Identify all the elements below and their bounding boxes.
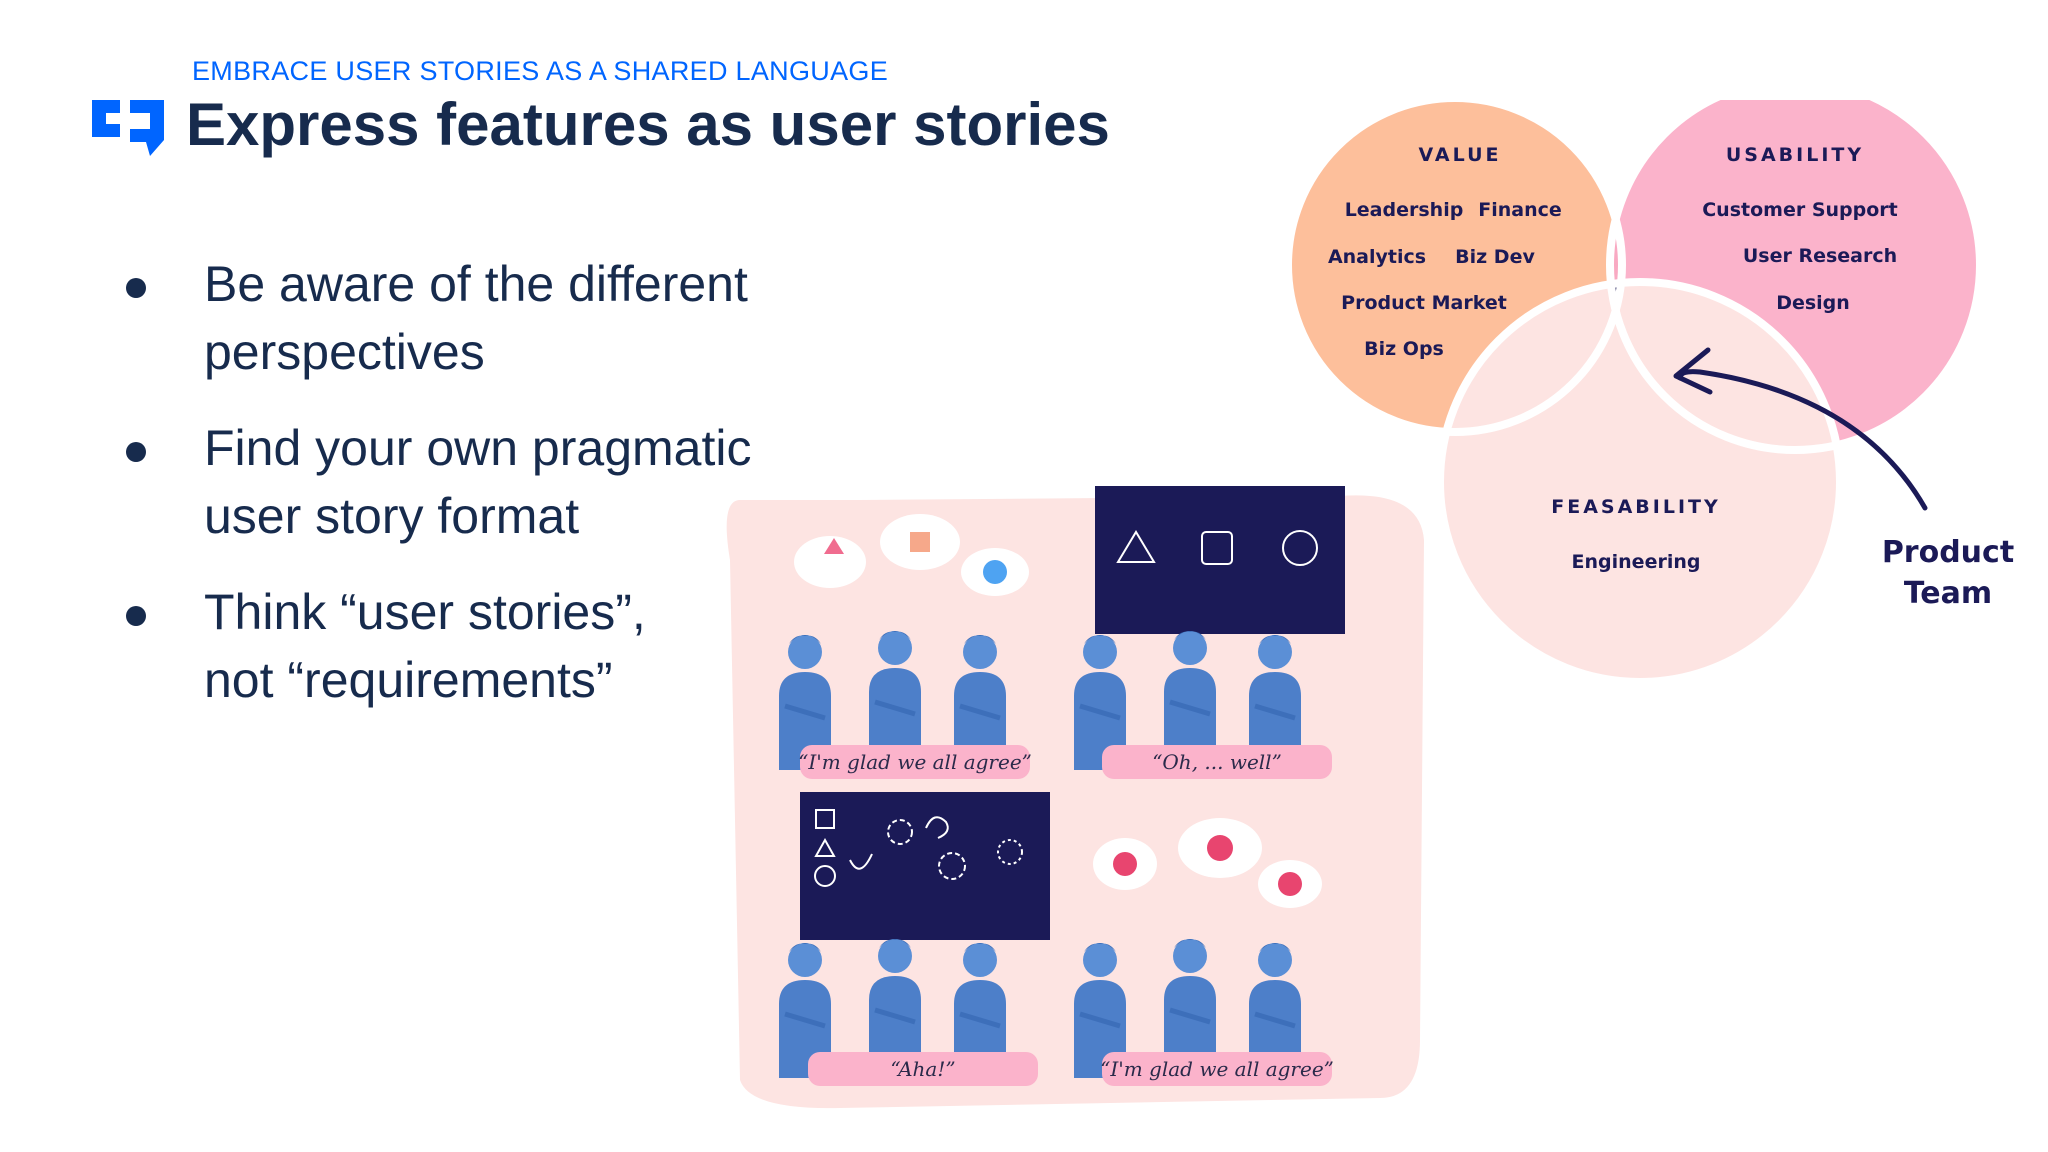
comic-caption: “Aha!” — [890, 1057, 955, 1081]
comic-caption: “I'm glad we all agree” — [798, 750, 1032, 774]
bullet-dot-icon — [126, 278, 146, 298]
product-team-label: Team — [1904, 576, 1992, 611]
venn-usability-heading: USABILITY — [1726, 144, 1864, 166]
bullet-text: not “requirements” — [204, 652, 613, 708]
venn-item: Customer Support — [1702, 199, 1898, 221]
bullet-text: perspectives — [204, 324, 485, 380]
venn-item: Finance — [1478, 199, 1562, 221]
section-kicker: EMBRACE USER STORIES AS A SHARED LANGUAG… — [192, 56, 889, 86]
bullet-dot-icon — [126, 442, 146, 462]
bullet-item: Think “user stories”, not “requirements” — [120, 578, 820, 714]
comic-panel-2: “Oh, ... well” — [1074, 486, 1345, 779]
comic-panel-3: “Aha!” — [779, 792, 1050, 1086]
page-title: Express features as user stories — [186, 91, 1110, 158]
venn-feasability-heading: FEASABILITY — [1551, 496, 1721, 518]
product-team-label: Product — [1882, 535, 2014, 570]
arrowhead-icon — [1673, 347, 1713, 395]
bullet-text: Be aware of the different — [204, 256, 748, 312]
bullet-text: user story format — [204, 488, 580, 544]
comic-panel-1: “I'm glad we all agree” — [779, 514, 1032, 779]
venn-item: Biz Dev — [1455, 246, 1535, 268]
venn-item: Engineering — [1572, 551, 1701, 573]
bullet-item: Find your own pragmatic user story forma… — [120, 414, 820, 550]
comic-caption: “Oh, ... well” — [1152, 750, 1282, 774]
venn-item: Biz Ops — [1364, 338, 1444, 360]
bullet-item: Be aware of the different perspectives — [120, 250, 820, 386]
comic-illustration: “I'm glad we all agree” “Oh, ... well” “… — [726, 486, 1424, 1109]
bullet-dot-icon — [126, 606, 146, 626]
app-logo-icon — [92, 100, 164, 156]
venn-value-heading: VALUE — [1419, 144, 1502, 166]
venn-diagram: VALUE Leadership Finance Analytics Biz D… — [1284, 100, 2014, 686]
venn-item: Leadership — [1345, 199, 1464, 221]
venn-item: User Research — [1743, 245, 1897, 267]
bullet-text: Find your own pragmatic — [204, 420, 752, 476]
pointer-arrow-icon — [1677, 369, 1928, 511]
comic-caption: “I'm glad we all agree” — [1100, 1057, 1334, 1081]
venn-item: Analytics — [1328, 246, 1426, 268]
venn-item: Product Market — [1341, 292, 1507, 314]
bullet-text: Think “user stories”, — [204, 584, 646, 640]
comic-panel-4: “I'm glad we all agree” — [1074, 818, 1334, 1086]
venn-item: Design — [1776, 292, 1850, 314]
bullet-list: Be aware of the different perspectives F… — [120, 250, 820, 742]
